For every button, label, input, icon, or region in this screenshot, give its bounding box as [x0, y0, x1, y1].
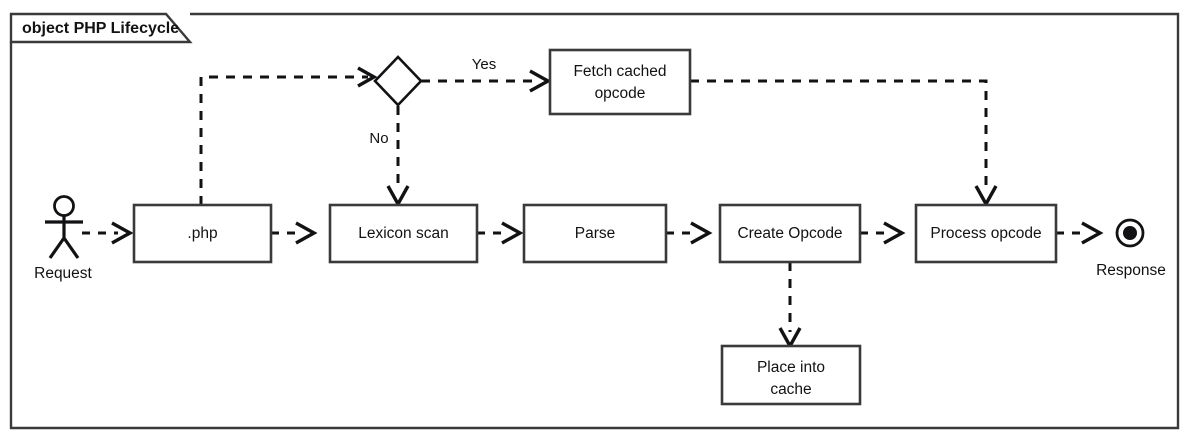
node-place-into-cache[interactable] [720, 344, 862, 406]
arrowhead-into-decision [357, 66, 378, 88]
node-php[interactable] [132, 203, 273, 264]
node-create-opcode[interactable] [718, 203, 862, 264]
arrowhead-create-opcode-left [690, 221, 713, 245]
frame-title-tab [9, 12, 193, 44]
arrowhead-parse-left [501, 221, 524, 245]
arrowhead-into-php [111, 221, 134, 245]
arrowhead-process-opcode-left [883, 221, 906, 245]
actor-head-icon [53, 195, 75, 217]
edge-label-no: No [369, 130, 388, 147]
node-parse[interactable] [522, 203, 668, 264]
response-label: Response [1096, 262, 1166, 279]
node-response-final [1115, 218, 1145, 248]
arrowhead-into-fetch-cached [529, 69, 552, 93]
node-lexicon-scan[interactable] [328, 203, 479, 264]
final-node-dot-icon [1123, 226, 1137, 240]
node-fetch-cached-opcode-label-line1: Fetch cached [573, 63, 666, 80]
node-fetch-cached-opcode-label-line2: opcode [595, 85, 646, 102]
arrowhead-into-lexicon-scan [386, 185, 410, 208]
frame-title-label: object PHP Lifecycle [22, 20, 179, 37]
node-process-opcode-label: Process opcode [930, 225, 1041, 242]
node-place-into-cache-label-line1: Place into [757, 359, 825, 376]
node-process-opcode[interactable] [914, 203, 1058, 264]
node-fetch-cached-opcode[interactable] [548, 48, 692, 116]
edge-fetch-to-process [690, 79, 988, 190]
node-cache-decision[interactable] [373, 55, 423, 107]
request-label: Request [34, 265, 92, 282]
arrowhead-into-response [1081, 221, 1104, 245]
edge-php-to-decision [199, 75, 368, 205]
frame-border [9, 12, 1180, 430]
node-php-label: .php [187, 225, 217, 242]
arrowhead-lexicon-scan-left [295, 221, 318, 245]
node-create-opcode-label: Create Opcode [737, 225, 842, 242]
actor-body-icon [45, 216, 83, 259]
node-lexicon-scan-label: Lexicon scan [358, 225, 448, 242]
arrowhead-into-process-opcode [974, 185, 998, 208]
node-place-into-cache-label-line2: cache [770, 381, 811, 398]
edge-label-yes: Yes [472, 56, 496, 73]
request-actor [45, 195, 83, 259]
node-parse-label: Parse [575, 225, 616, 242]
